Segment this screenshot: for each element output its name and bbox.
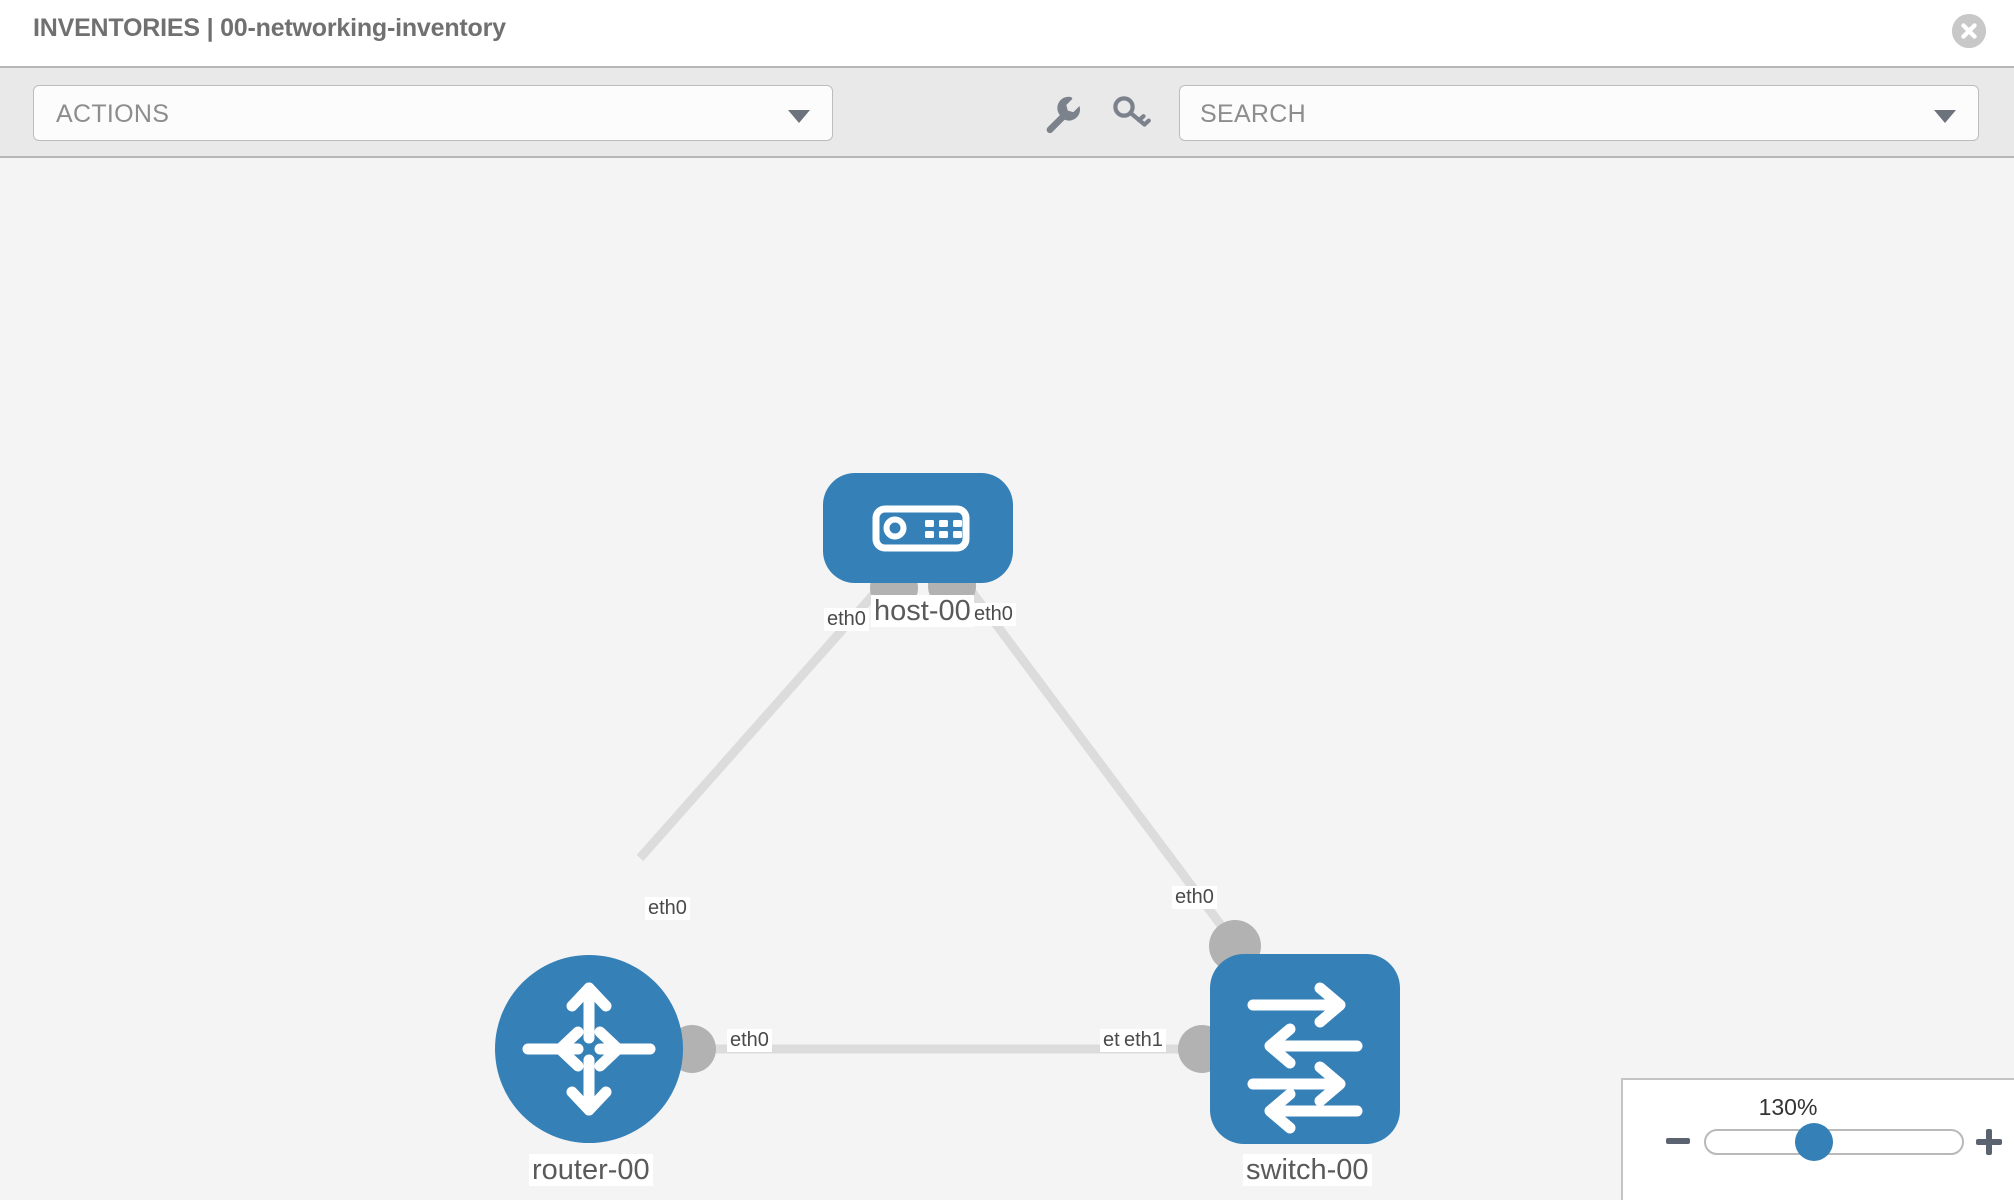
zoom-slider-handle[interactable]: [1795, 1123, 1833, 1161]
actions-dropdown[interactable]: ACTIONS: [33, 85, 833, 141]
close-icon[interactable]: [1952, 14, 1986, 48]
edge-label-router-up: eth0: [645, 897, 690, 920]
zoom-in-button[interactable]: [1975, 1128, 2003, 1161]
topology-ports: [668, 562, 1261, 1073]
node-label-host-00: host-00: [871, 595, 974, 628]
zoom-level-label: 130%: [1758, 1094, 1818, 1120]
node-label-router-00: router-00: [529, 1154, 653, 1187]
topology-links: [636, 573, 1242, 1054]
page-title: INVENTORIES | 00-networking-inventory: [33, 14, 506, 42]
edge-label-host-right: eth0: [971, 603, 1016, 626]
node-switch-00: [1210, 954, 1400, 1144]
node-router-00: [495, 955, 683, 1143]
topology-graph: [495, 473, 1400, 1144]
edge-label-switch-up: eth0: [1172, 886, 1217, 909]
edge-label-router-right: eth0: [727, 1029, 772, 1052]
server-icon-led: [883, 516, 907, 540]
key-icon[interactable]: [1108, 90, 1154, 136]
edge-label-host-left: eth0: [824, 608, 869, 631]
edge-label-switch-left-b: eth1: [1121, 1029, 1166, 1052]
zoom-control-panel: 130%: [1621, 1078, 2014, 1200]
node-host-00: [823, 473, 1013, 583]
search-input[interactable]: SEARCH: [1179, 85, 1979, 141]
server-icon: [872, 505, 970, 552]
switch-arrows-icon: [1247, 982, 1363, 1134]
zoom-slider[interactable]: [1704, 1129, 1964, 1155]
chevron-down-icon: [1934, 110, 1956, 123]
search-placeholder: SEARCH: [1200, 100, 1306, 128]
chevron-down-icon: [788, 110, 810, 123]
page-header: INVENTORIES | 00-networking-inventory: [0, 0, 2014, 68]
node-label-switch-00: switch-00: [1243, 1154, 1372, 1187]
server-icon-vents: [925, 520, 962, 538]
actions-dropdown-label: ACTIONS: [56, 100, 170, 128]
wrench-icon[interactable]: [1038, 90, 1084, 136]
topology-canvas[interactable]: host-00 router-00 switch-00 eth0 eth0 et…: [0, 158, 2014, 1200]
zoom-out-button[interactable]: [1665, 1128, 1691, 1159]
router-arrows-icon: [522, 982, 656, 1116]
